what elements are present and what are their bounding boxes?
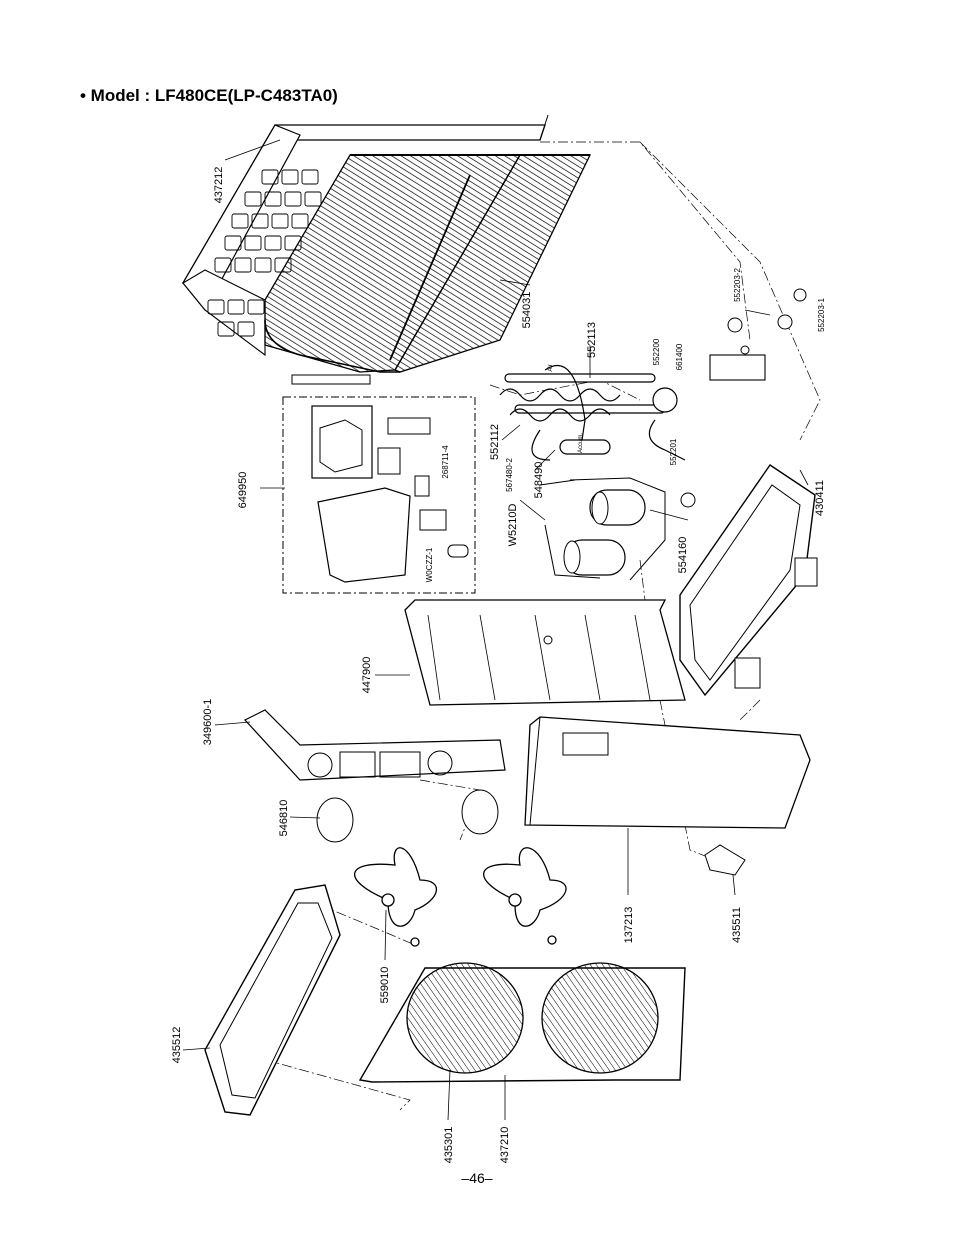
label-435511: 435511 [731,907,743,943]
label-552113: 552113 [586,322,598,358]
partition-447900 [404,599,686,706]
label-349600-1: 349600-1 [202,699,214,746]
label-554160: 554160 [677,537,689,574]
label-552200: 552200 [652,338,661,365]
label-137213: 137213 [623,907,635,944]
label-430411: 430411 [814,480,826,516]
label-435301: 435301 [443,1127,455,1164]
part-labels: 437212 554031 552203-2 552203-1 552113 5… [171,167,826,1164]
label-552201: 552201 [669,438,678,465]
compressors-554160 [539,477,696,581]
side-panel-437212 [181,114,549,357]
label-567480-2: 567480-2 [505,458,514,492]
fan-motors-546810 [316,789,499,843]
label-447900: 447900 [361,657,373,694]
label-268711-4: 268711-4 [441,445,450,479]
label-W0CZZ-1: W0CZZ-1 [425,547,434,582]
heat-exchanger-554031 [264,154,592,385]
page-number: –46– [461,1170,493,1186]
service-valves [709,288,807,381]
page-title: • Model : LF480CE(LP-C483TA0) [80,86,338,105]
propeller-fans-559010 [354,847,567,947]
label-435512: 435512 [171,1027,183,1064]
annotation-air: Air [548,364,554,371]
label-554031: 554031 [521,292,533,329]
label-552112: 552112 [489,424,501,460]
label-W5210D: W5210D [507,504,519,547]
label-546810: 546810 [278,800,290,837]
base-pan-430411 [679,464,818,697]
annotation-accum: Accum. [578,433,584,453]
label-437210: 437210 [499,1127,511,1164]
label-548490: 548490 [533,462,545,499]
label-559010: 559010 [379,967,391,1004]
control-box-649950 [282,396,476,594]
top-cover-435512 [204,884,341,1116]
leader-lines [182,139,809,1121]
front-panel-137213 [524,716,811,876]
label-552203-1: 552203-1 [817,298,826,332]
label-552203-2: 552203-2 [733,268,742,302]
refrigerant-piping [499,365,686,461]
label-661400: 661400 [675,343,684,370]
front-grille-437210 [358,962,686,1083]
label-437212: 437212 [213,167,225,204]
label-649950: 649950 [237,472,249,509]
motor-mount-349600-1 [244,709,506,781]
